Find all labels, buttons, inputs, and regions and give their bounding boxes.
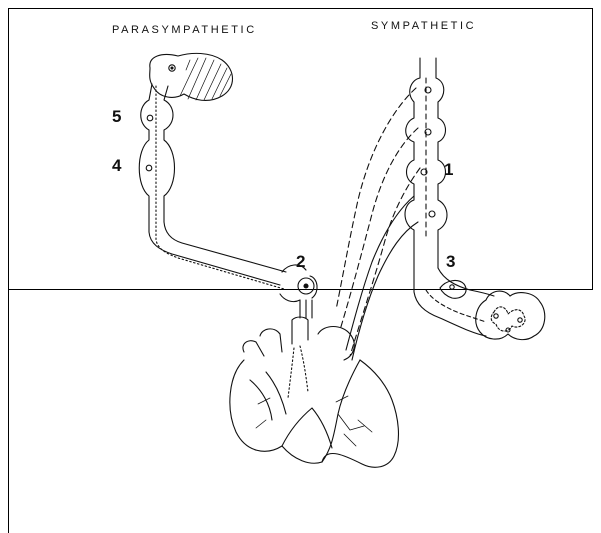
label-2: 2 [296, 252, 305, 272]
brainstem-nucleus [150, 53, 233, 100]
label-4: 4 [112, 156, 121, 176]
label-1: 1 [444, 160, 453, 180]
cardiac-ganglion [280, 265, 317, 318]
parasympathetic-heading: PARASYMPATHETIC [112, 24, 257, 36]
spinal-cord-section [476, 291, 545, 340]
heart [230, 317, 399, 467]
spinal-connection [414, 268, 494, 336]
sympathetic-chain [405, 58, 447, 292]
label-3: 3 [446, 252, 455, 272]
vagal-trunk [139, 84, 286, 289]
label-5: 5 [112, 107, 121, 127]
sympathetic-heading: SYMPATHETIC [371, 20, 476, 32]
